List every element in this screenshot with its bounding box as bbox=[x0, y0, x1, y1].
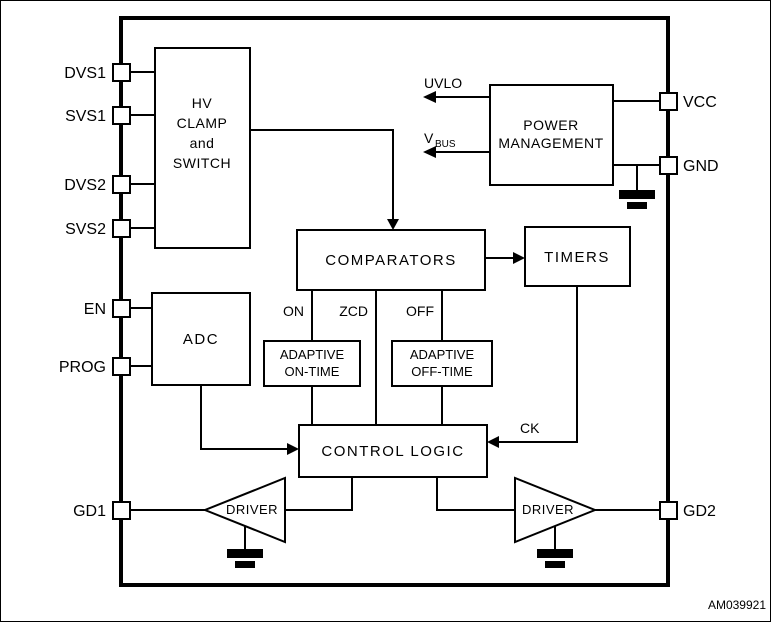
pin-pad-dvs2 bbox=[112, 175, 131, 194]
signal-label-vbus-sub: BUS bbox=[435, 139, 456, 150]
pin-pad-gnd bbox=[659, 156, 678, 175]
block-comparators-label: COMPARATORS bbox=[325, 252, 457, 269]
pin-label-gd1: GD1 bbox=[73, 503, 106, 520]
pins-left: DVS1 SVS1 DVS2 SVS2 EN PROG GD1 bbox=[59, 63, 131, 520]
pin-pad-gd1 bbox=[112, 501, 131, 520]
arrowhead-icon-into-comparators bbox=[387, 219, 399, 230]
pin-label-svs2: SVS2 bbox=[65, 221, 106, 238]
block-adaptive-off-time: ADAPTIVE OFF-TIME bbox=[391, 340, 493, 387]
block-adc-box bbox=[151, 292, 251, 386]
wire-hvclamp-to-comparators bbox=[250, 129, 394, 222]
signal-label-vbus-base: V bbox=[424, 130, 434, 146]
block-adaptive-off-time-box bbox=[391, 340, 493, 387]
pin-pad-svs2 bbox=[112, 219, 131, 238]
pin-label-gnd: GND bbox=[683, 158, 719, 175]
pin-label-dvs2: DVS2 bbox=[64, 177, 106, 194]
ground-bar-narrow bbox=[235, 561, 255, 568]
block-timers-box bbox=[524, 226, 631, 287]
block-adc: ADC bbox=[151, 292, 251, 386]
block-power-management-box bbox=[489, 84, 614, 186]
ground-symbol-driver-right bbox=[537, 549, 573, 568]
pin-pad-en bbox=[112, 299, 131, 318]
signal-label-on: ON bbox=[283, 303, 304, 319]
wire-adc-to-controllogic bbox=[200, 385, 288, 450]
block-hv-clamp-switch-line2: CLAMP bbox=[177, 115, 228, 131]
ground-bar-narrow bbox=[545, 561, 565, 568]
block-driver-left-label: DRIVER bbox=[226, 502, 278, 517]
block-hv-clamp-switch-line1: HV bbox=[192, 95, 213, 111]
pin-pad-prog bbox=[112, 357, 131, 376]
block-adaptive-on-time-line1: ADAPTIVE bbox=[280, 347, 345, 362]
signal-label-uvlo: UVLO bbox=[424, 75, 462, 91]
signal-label-off: OFF bbox=[406, 303, 434, 319]
ground-bar-wide bbox=[619, 190, 655, 199]
arrowheads bbox=[287, 91, 525, 455]
block-adaptive-on-time: ADAPTIVE ON-TIME bbox=[263, 340, 361, 387]
wire-controllogic-to-driver-left bbox=[285, 477, 353, 511]
block-power-management: POWER MANAGEMENT bbox=[489, 84, 614, 186]
block-adaptive-on-time-line2: ON-TIME bbox=[285, 364, 340, 379]
driver-left-triangle-icon bbox=[202, 476, 286, 544]
pin-pad-vcc bbox=[659, 92, 678, 111]
pin-label-vcc: VCC bbox=[683, 94, 717, 111]
ground-symbol-power bbox=[619, 190, 655, 209]
signal-label-zcd: ZCD bbox=[339, 303, 368, 319]
signal-label-ck: CK bbox=[520, 420, 540, 436]
wire-controllogic-to-driver-right bbox=[436, 477, 515, 511]
wire-timers-ck bbox=[498, 286, 578, 443]
pin-label-svs1: SVS1 bbox=[65, 108, 106, 125]
block-hv-clamp-switch: HV CLAMP and SWITCH bbox=[154, 47, 251, 249]
pins-right: VCC GND GD2 bbox=[659, 92, 719, 520]
arrowhead-icon-uvlo bbox=[423, 91, 436, 103]
ground-symbol-driver-left bbox=[227, 549, 263, 568]
pin-label-gd2: GD2 bbox=[683, 503, 716, 520]
block-control-logic-box bbox=[298, 424, 488, 478]
block-control-logic-label: CONTROL LOGIC bbox=[321, 443, 464, 460]
block-adaptive-on-time-box bbox=[263, 340, 361, 387]
arrowhead-icon-vbus bbox=[423, 146, 436, 158]
arrowhead-icon-into-timers bbox=[513, 252, 525, 264]
block-driver-right: DRIVER bbox=[514, 476, 598, 544]
block-timers: TIMERS bbox=[524, 226, 631, 287]
block-comparators-box bbox=[296, 229, 486, 291]
pin-pad-svs1 bbox=[112, 106, 131, 125]
block-driver-right-label: DRIVER bbox=[522, 502, 574, 517]
block-power-management-line2: MANAGEMENT bbox=[498, 135, 603, 151]
ground-bar-wide bbox=[537, 549, 573, 558]
block-adaptive-off-time-line1: ADAPTIVE bbox=[410, 347, 475, 362]
signal-labels: UVLO V BUS ON ZCD OFF CK bbox=[283, 75, 540, 436]
ground-bar-wide bbox=[227, 549, 263, 558]
block-driver-left: DRIVER bbox=[202, 476, 286, 544]
arrowhead-icon-ck-into-controllogic bbox=[487, 436, 499, 448]
pin-label-dvs1: DVS1 bbox=[64, 65, 106, 82]
pin-pad-gd2 bbox=[659, 501, 678, 520]
block-timers-label: TIMERS bbox=[544, 249, 610, 266]
block-adc-label: ADC bbox=[183, 331, 219, 348]
figure-code: AM039921 bbox=[708, 598, 766, 612]
pin-pad-dvs1 bbox=[112, 63, 131, 82]
block-adaptive-off-time-line2: OFF-TIME bbox=[411, 364, 473, 379]
wires bbox=[130, 71, 660, 549]
block-power-management-line1: POWER bbox=[523, 117, 578, 133]
block-control-logic: CONTROL LOGIC bbox=[298, 424, 488, 478]
driver-right-triangle-icon bbox=[514, 476, 598, 544]
block-hv-clamp-switch-line3: and bbox=[190, 135, 215, 151]
pin-label-prog: PROG bbox=[59, 359, 106, 376]
block-hv-clamp-switch-box bbox=[154, 47, 251, 249]
block-comparators: COMPARATORS bbox=[296, 229, 486, 291]
pin-label-en: EN bbox=[84, 301, 106, 318]
ground-bar-narrow bbox=[627, 202, 647, 209]
arrowhead-icon-adc-into-controllogic bbox=[287, 443, 299, 455]
block-hv-clamp-switch-line4: SWITCH bbox=[173, 155, 231, 171]
